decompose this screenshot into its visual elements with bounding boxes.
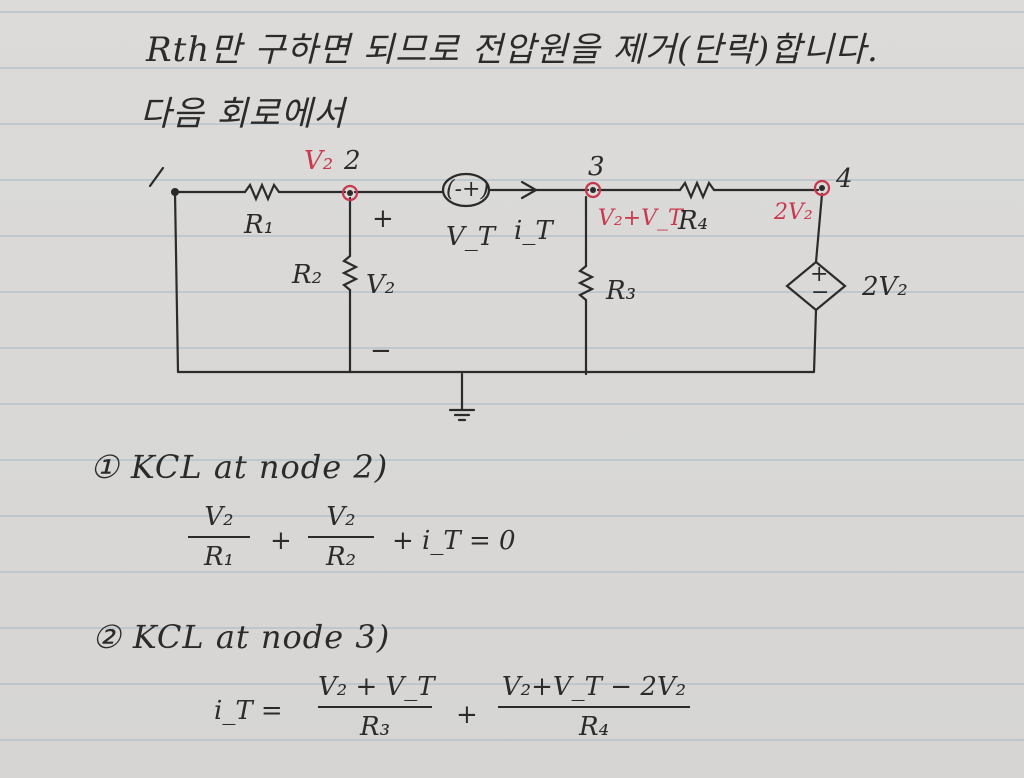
resistor-r1 xyxy=(243,182,281,202)
eq1-frac2: V₂ R₂ xyxy=(308,502,374,572)
eq2-plus: + xyxy=(456,700,478,730)
r2-label: R₂ xyxy=(292,260,322,290)
eq1-frac1-den: R₁ xyxy=(204,542,234,572)
resistor-r4 xyxy=(678,180,716,200)
node2-voltage-label: V₂ xyxy=(304,146,334,176)
node1-tick xyxy=(148,166,165,188)
eq1-frac2-den: R₂ xyxy=(326,542,356,572)
v2-plus: + xyxy=(372,204,394,234)
vt-label: V_T xyxy=(446,222,496,252)
node-4-marker xyxy=(813,179,831,197)
eq1-frac2-bar xyxy=(308,536,374,538)
eq2-lhs: i_T = xyxy=(214,696,283,726)
node4-voltage-label: 2V₂ xyxy=(774,200,813,225)
node3-voltage-label: V₂+V_T xyxy=(598,206,683,231)
header-line1: Rth만 구하면 되므로 전압원을 제거(단락)합니다. xyxy=(146,30,879,70)
eq1-tail: + i_T = 0 xyxy=(392,526,516,556)
node4-label: 4 xyxy=(836,164,853,194)
eq1-frac1-num: V₂ xyxy=(204,502,234,532)
dep-value-label: 2V₂ xyxy=(862,272,908,302)
eq1-title: ① KCL at node 2) xyxy=(90,448,389,486)
node-2-dot xyxy=(347,190,353,196)
eq2-frac1: V₂ + V_T R₃ xyxy=(318,672,435,742)
header-line2: 다음 회로에서 xyxy=(140,94,346,134)
current-arrow xyxy=(520,180,539,200)
source-sign: (-+) xyxy=(446,177,490,202)
eq1-frac2-num: V₂ xyxy=(326,502,356,532)
eq2-title: ② KCL at node 3) xyxy=(92,618,391,656)
node-2-marker xyxy=(341,184,359,202)
eq2-frac1-den: R₃ xyxy=(360,712,390,742)
eq1-frac1: V₂ R₁ xyxy=(188,502,250,572)
resistor-r2 xyxy=(341,254,359,292)
r3-label: R₃ xyxy=(606,276,636,306)
node-3-dot xyxy=(590,187,596,193)
wire-n4-dep xyxy=(814,192,824,264)
eq2-frac2: V₂+V_T − 2V₂ R₄ xyxy=(498,672,690,742)
node-1-dot xyxy=(171,188,179,196)
dep-sign-minus: − xyxy=(811,280,830,305)
v2-minus: − xyxy=(370,336,392,366)
wire-left xyxy=(173,190,180,374)
it-label: i_T xyxy=(514,216,553,246)
eq2-frac1-bar xyxy=(318,706,432,708)
r1-label: R₁ xyxy=(244,210,274,240)
dep-sign-plus: + xyxy=(810,262,829,287)
eq2-frac1-num: V₂ + V_T xyxy=(318,672,435,702)
resistor-r3 xyxy=(577,264,595,302)
node-4-dot xyxy=(819,185,825,191)
node2-label: 2 xyxy=(344,146,361,176)
node3-label: 3 xyxy=(588,152,605,182)
eq1-plus: + xyxy=(270,526,292,556)
r4-label: R₄ xyxy=(678,206,708,236)
eq2-frac2-bar xyxy=(498,706,690,708)
v2-label: V₂ xyxy=(366,270,396,300)
node-3-marker xyxy=(584,181,602,199)
eq2-frac2-num: V₂+V_T − 2V₂ xyxy=(501,672,687,702)
eq1-frac1-bar xyxy=(188,536,250,538)
wire-dep-gnd xyxy=(812,308,818,374)
eq2-frac2-den: R₄ xyxy=(579,712,609,742)
